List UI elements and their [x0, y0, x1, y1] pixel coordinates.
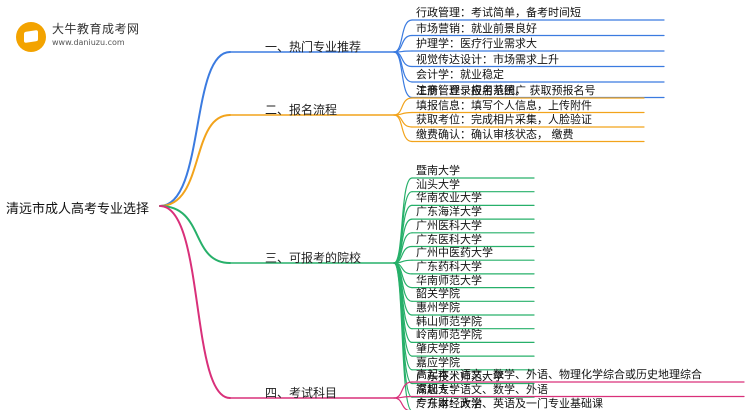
leaf-item: 工商管理：应用范围广 [416, 83, 526, 97]
leaf-item: 深圳大学 [416, 383, 460, 397]
leaf-item: 韩山师范学院 [416, 314, 482, 328]
branch-label: 三、可报考的院校 [265, 251, 362, 265]
leaf-item: 获取考位：完成相片采集，人脸验证 [416, 113, 592, 126]
leaf-item: 惠州学院 [416, 301, 460, 314]
leaf-item: 广东财经大学 [416, 396, 482, 410]
leaf-item: 广州中医药大学 [416, 246, 493, 260]
connector-line [393, 114, 413, 143]
leaf-item: 岭南师范学院 [416, 328, 482, 342]
connector-line [393, 111, 413, 116]
leaf-item: 高起专：语文、数学、外语 [416, 382, 548, 396]
leaf-item: 护理学：医疗行业需求大 [416, 37, 537, 50]
connector-line [393, 397, 410, 410]
leaf-item: 广东技术师范大学 [416, 369, 504, 383]
connector-line [393, 114, 413, 128]
connector-line [393, 262, 412, 410]
connector-line [159, 51, 231, 207]
leaf-item: 广东医科大学 [416, 232, 482, 246]
connector-line [393, 381, 413, 399]
leaf-item: 韶关学院 [416, 287, 460, 301]
leaf-item: 华南农业大学 [416, 191, 482, 205]
branch-label: 一、热门专业推荐 [265, 40, 362, 54]
leaf-item: 广东药科大学 [416, 259, 482, 273]
leaf-item: 暨南大学 [416, 164, 460, 177]
book-icon [16, 22, 46, 52]
branch-label: 二、报名流程 [265, 103, 338, 117]
leaf-item: 市场营销：就业前景良好 [416, 21, 537, 35]
leaf-item: 嘉应学院 [416, 355, 460, 369]
connector-line [393, 51, 413, 99]
leaf-item: 华南师范大学 [416, 273, 482, 287]
connector-line [159, 205, 231, 399]
leaf-item: 视觉传达设计：市场需求上升 [416, 52, 559, 66]
branch-label: 四、考试科目 [265, 386, 338, 400]
leaf-item: 行政管理：考试简单，备考时间短 [416, 6, 581, 19]
leaf-item: 会计学：就业稳定 [416, 68, 504, 81]
logo-url: www.daniuzu.com [52, 38, 125, 47]
connector-line [393, 34, 413, 53]
leaf-item: 缴费确认：确认审核状态， 缴费 [416, 127, 574, 141]
leaf-item: 填报信息：填写个人信息，上传附件 [416, 98, 592, 112]
leaf-item: 广东海洋大学 [416, 205, 482, 219]
logo-title: 大牛教育成考网 [52, 22, 140, 36]
root-topic: 清远市成人高考专业选择 [6, 202, 150, 217]
leaf-item: 高起本：语文、数学、外语、物理化学综合或历史地理综合 [416, 368, 702, 381]
connector-line [159, 205, 231, 264]
leaf-item: 注册：登录报名系统， 获取预报名号 [416, 84, 596, 97]
logo: 大牛教育成考网 www.daniuzu.com [10, 18, 140, 52]
leaf-item: 汕头大学 [416, 177, 460, 191]
leaf-item: 专升本：政治、英语及一门专业基础课 [416, 397, 603, 410]
leaf-item: 肇庆学院 [416, 342, 460, 356]
connector-line [159, 114, 231, 207]
leaf-item: 广州医科大学 [416, 218, 482, 232]
